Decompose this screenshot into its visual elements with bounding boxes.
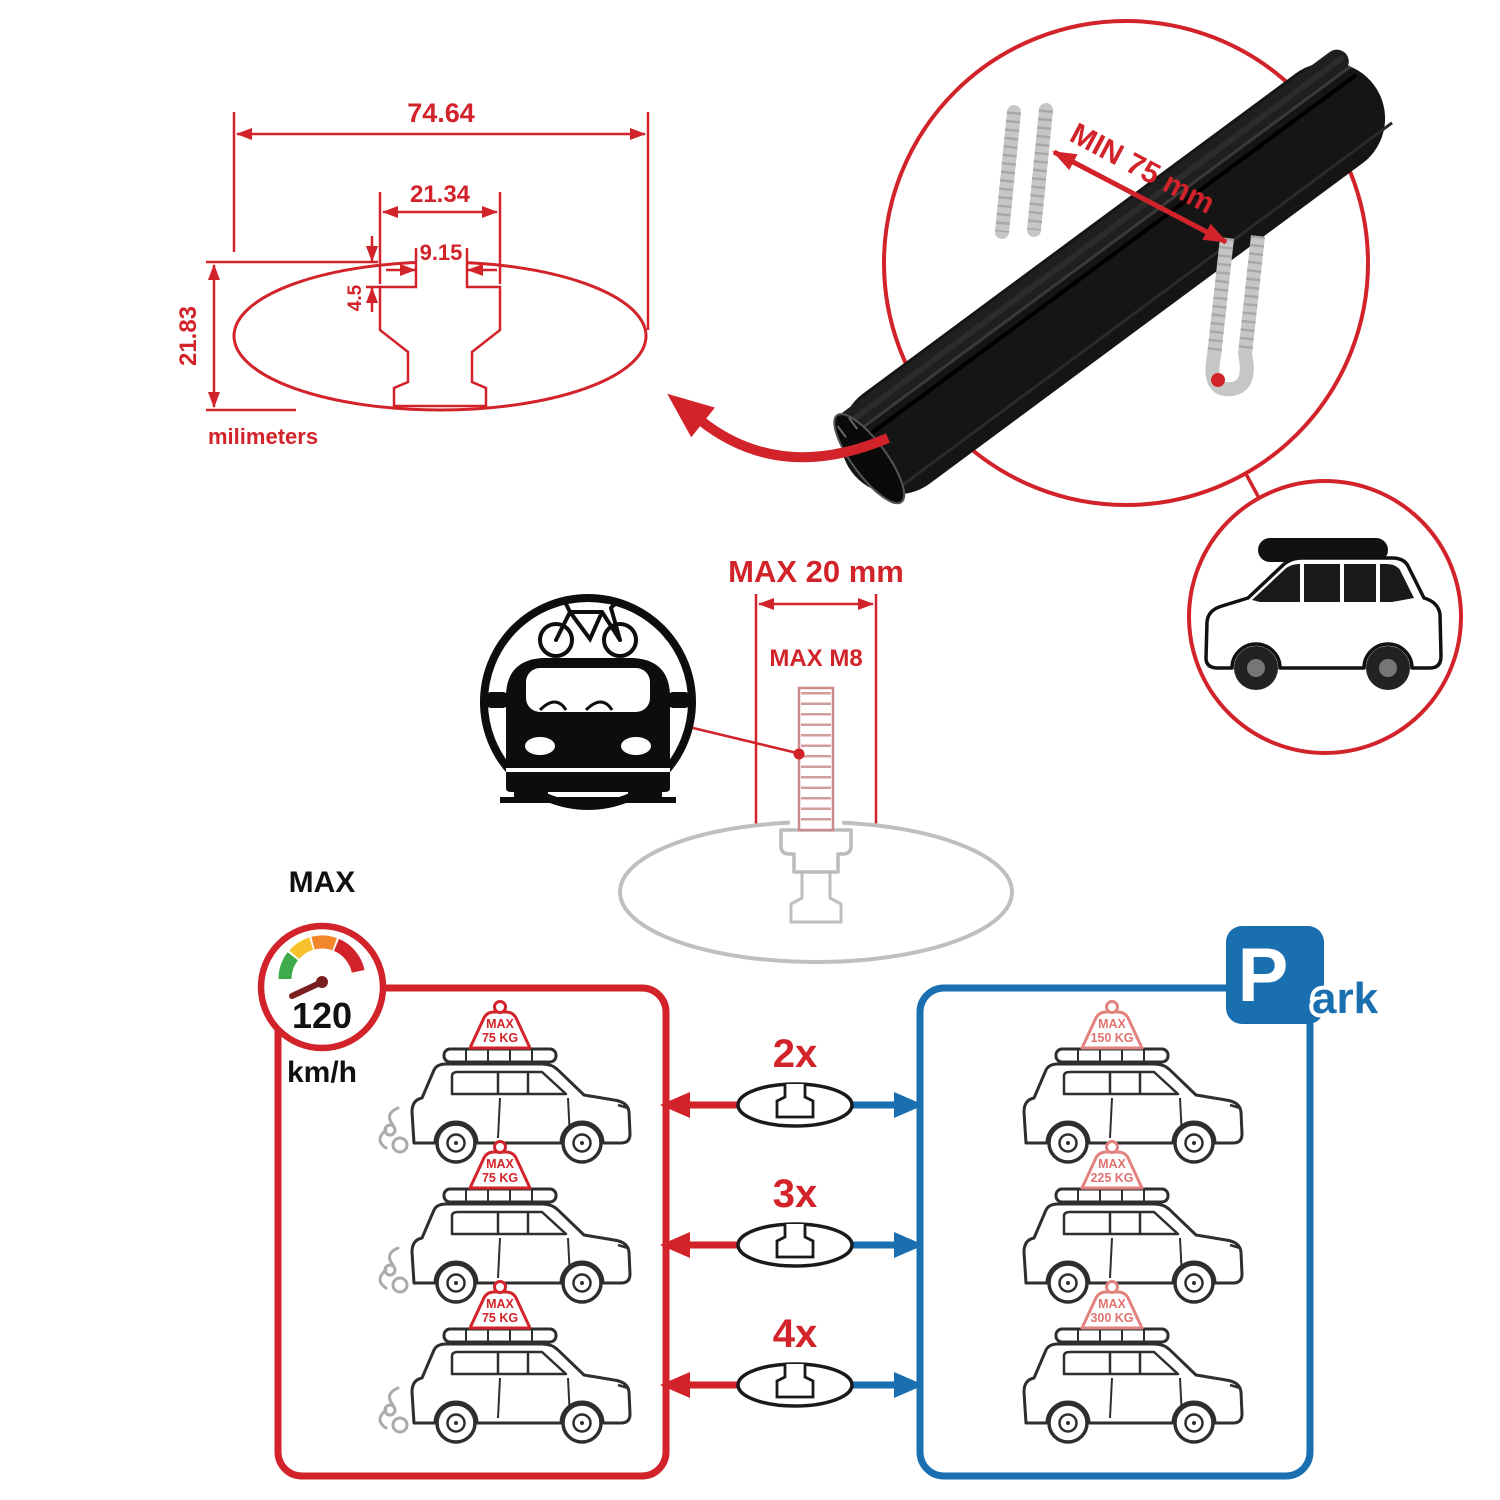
bar-end-cap: [833, 413, 906, 505]
t-bolt-shaft: [797, 686, 835, 832]
gauge-arcs: [278, 935, 365, 980]
badge-weight-label: 225 KG: [1090, 1171, 1133, 1185]
connector-count-label: 3x: [773, 1172, 818, 1216]
connector-count-label: 4x: [773, 1312, 818, 1356]
t-bolt-head: [779, 828, 853, 874]
driving-car-3: MAX 75 KG: [378, 1280, 632, 1444]
crossbar-icon: [775, 1084, 815, 1119]
leader-line: [688, 725, 798, 755]
connector-2x: 2x: [660, 1032, 924, 1128]
dim-lip-height-label: 4.5: [345, 284, 366, 311]
roof-load-badge: MAX 75 KG: [468, 1280, 532, 1330]
suv-roofbox-circle: [1187, 479, 1463, 755]
badge-max-label: MAX: [486, 1017, 514, 1031]
connector-count-label: 2x: [773, 1032, 818, 1076]
parking-panel: MAX 150 KG MAX 225 KG MAX 300 KG: [916, 926, 1383, 1480]
roof-load-badge: MAX 150 KG: [1080, 1000, 1144, 1050]
u-bolt-right: [1205, 235, 1265, 397]
badge-weight-label: 300 KG: [1090, 1311, 1133, 1325]
dim-channel-width-label: 9.15: [420, 240, 463, 265]
zoom-arrow: [667, 393, 890, 463]
badge-weight-label: 75 KG: [482, 1171, 518, 1185]
connector-3x: 3x: [660, 1172, 924, 1268]
roof-box: [1258, 538, 1388, 562]
crossbar-icon: [775, 1364, 815, 1399]
parked-car-2: MAX 225 KG: [1022, 1140, 1244, 1304]
bike-icon: [538, 599, 638, 658]
speed-limit-gauge: MAX 120 km/h: [257, 866, 387, 1089]
badge-max-label: MAX: [1098, 1017, 1126, 1031]
dim-total-width-label: 74.64: [407, 98, 475, 128]
roof-load-badge: MAX 300 KG: [1080, 1280, 1144, 1330]
badge-weight-label: 75 KG: [482, 1311, 518, 1325]
park-sign-p: P: [1238, 933, 1289, 1018]
crossbar-render-circle: MIN 75 mm: [667, 19, 1393, 507]
units-label: milimeters: [208, 424, 318, 449]
bar-profile-ellipse: [232, 260, 648, 412]
roof-load-badge: MAX 75 KG: [468, 1000, 532, 1050]
badge-max-label: MAX: [486, 1157, 514, 1171]
ghost-stem: [789, 872, 843, 924]
badge-max-label: MAX: [1098, 1157, 1126, 1171]
park-sign-square: [1226, 926, 1324, 1024]
crossbar-icon: [775, 1224, 815, 1259]
parked-car-1: MAX 150 KG: [1022, 1000, 1244, 1164]
dim-21-34: 21.34: [378, 181, 502, 284]
dim-9-15: 9.15: [386, 240, 497, 276]
badge-max-label: MAX: [486, 1297, 514, 1311]
bolt-max-width-label: MAX 20 mm: [728, 554, 904, 589]
gauge-value: 120: [292, 995, 352, 1036]
t-slot-profile: [378, 263, 502, 408]
dim-slot-width-label: 21.34: [410, 181, 471, 208]
bolt-max-thread-label: MAX M8: [769, 645, 862, 672]
badge-max-label: MAX: [1098, 1297, 1126, 1311]
badge-weight-label: 75 KG: [482, 1031, 518, 1045]
circle-connector-line: [1244, 473, 1261, 499]
park-sign: P ark: [1226, 926, 1383, 1027]
parked-car-3: MAX 300 KG: [1022, 1280, 1244, 1444]
gauge-unit: km/h: [287, 1056, 357, 1089]
leader-dot: [793, 748, 805, 760]
suv-windows: [1252, 564, 1414, 602]
mount-point-dot: [1211, 373, 1225, 387]
bolt-diagram: MAX 20 mm MAX M8: [618, 554, 1014, 964]
dim-21-83: 21.83: [175, 260, 378, 412]
driving-car-1: MAX 75 KG: [378, 1000, 632, 1164]
roof-load-badge: MAX 225 KG: [1080, 1140, 1144, 1190]
crossbar-count-connectors: 2x 3x 4x: [660, 1032, 924, 1408]
gauge-title: MAX: [289, 866, 356, 899]
car-bike-circle: [480, 594, 696, 810]
badge-weight-label: 150 KG: [1090, 1031, 1133, 1045]
roof-load-badge: MAX 75 KG: [468, 1140, 532, 1190]
car-front-icon: [486, 658, 690, 803]
dim-bar-height-label: 21.83: [175, 306, 202, 366]
connector-4x: 4x: [660, 1312, 924, 1408]
dim-74-64: 74.64: [232, 98, 650, 330]
crossbar-cross-section-diagram: 74.64 21.34 9.15 4.5 21.83 milimeters: [175, 98, 650, 449]
dim-4-5: 4.5: [345, 236, 378, 312]
u-bolt-left: [995, 103, 1053, 239]
park-sign-ark: ark: [1312, 974, 1379, 1023]
driving-car-2: MAX 75 KG: [378, 1140, 632, 1304]
